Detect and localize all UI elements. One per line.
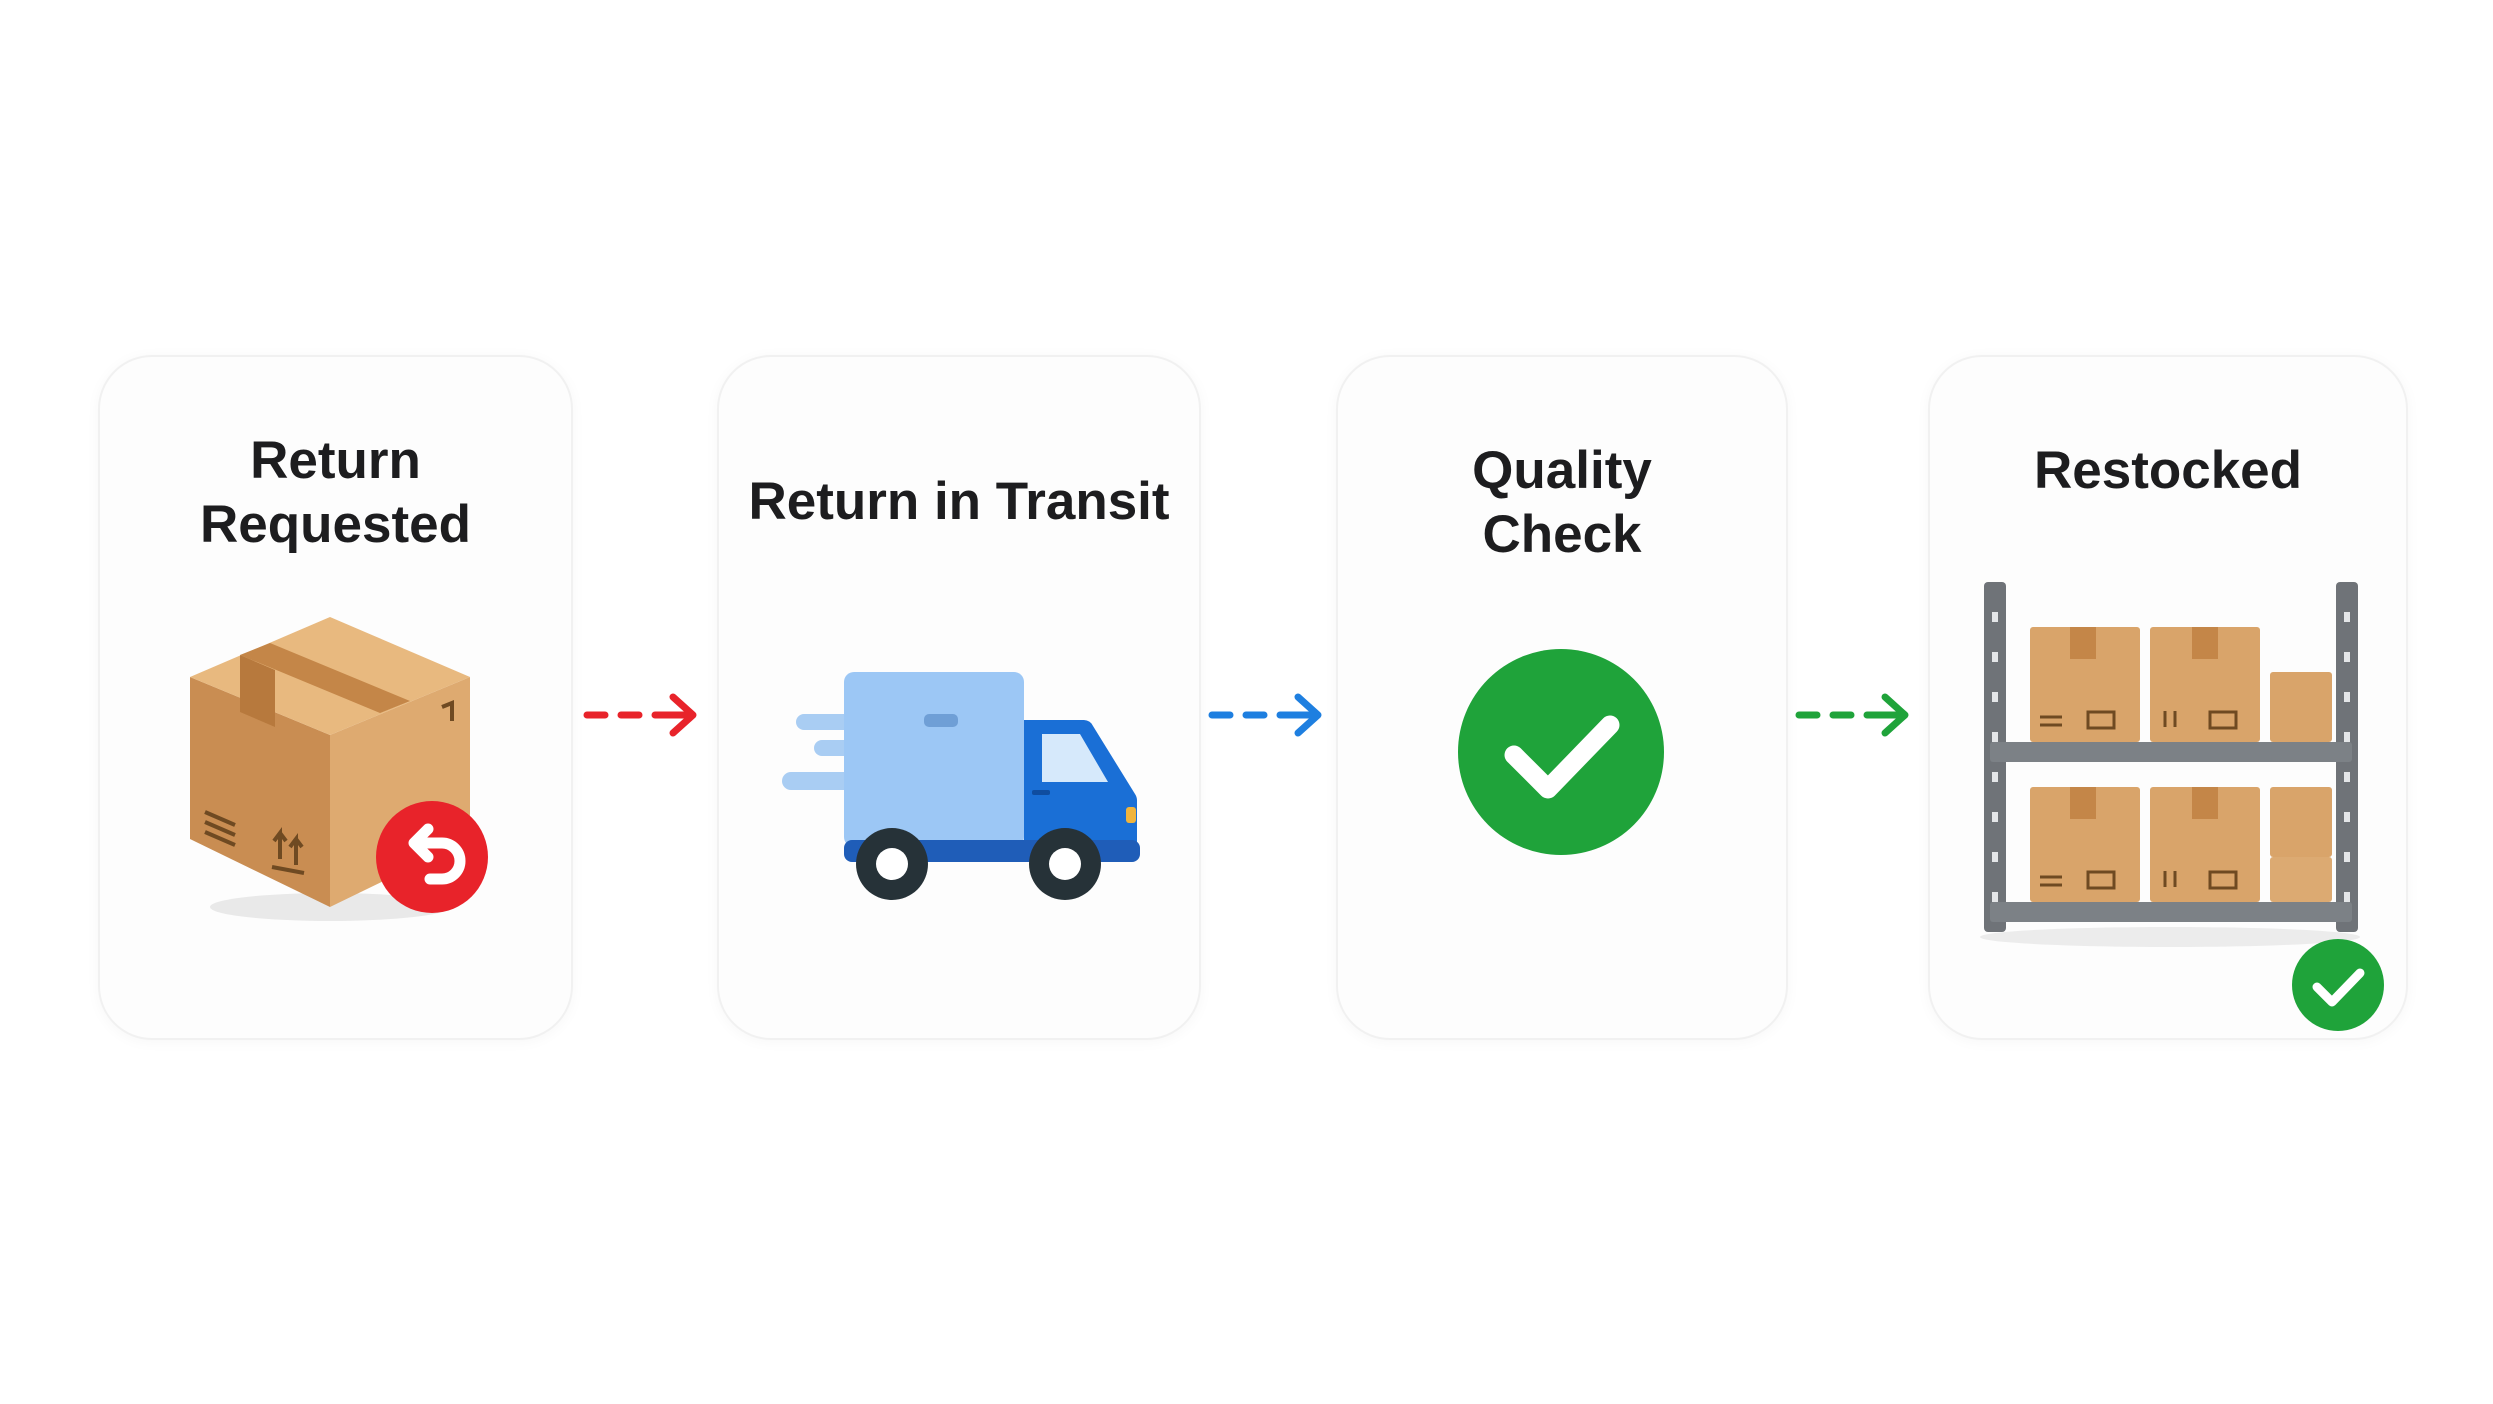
step-title-line: Return in Transit bbox=[748, 472, 1170, 531]
step-title: Restocked bbox=[1930, 439, 2406, 503]
delivery-truck-icon bbox=[782, 672, 1140, 900]
step-title-line: Check bbox=[1482, 505, 1642, 564]
checkmark-circle-icon bbox=[1458, 649, 1664, 855]
step-title-line: Restocked bbox=[2033, 441, 2303, 500]
flow-arrow-2 bbox=[1208, 693, 1322, 737]
step-title: Quality Check bbox=[1338, 439, 1786, 567]
step-title-line: Quality bbox=[1472, 441, 1652, 500]
flow-arrow-3 bbox=[1795, 693, 1909, 737]
step-card-return-in-transit: Return in Transit bbox=[717, 355, 1201, 1040]
warehouse-shelf-icon bbox=[1980, 582, 2360, 947]
step-title-line: Return bbox=[250, 431, 421, 490]
restocked-check-badge-icon bbox=[2292, 939, 2384, 1031]
step-card-restocked: Restocked bbox=[1928, 355, 2408, 1040]
flow-arrow-1 bbox=[583, 693, 697, 737]
step-title-line: Requested bbox=[200, 495, 471, 554]
step-title: Return Requested bbox=[100, 429, 571, 557]
step-card-return-requested: Return Requested bbox=[98, 355, 573, 1040]
return-box-icon bbox=[190, 617, 488, 921]
step-title: Return in Transit bbox=[719, 470, 1199, 534]
step-card-quality-check: Quality Check bbox=[1336, 355, 1788, 1040]
